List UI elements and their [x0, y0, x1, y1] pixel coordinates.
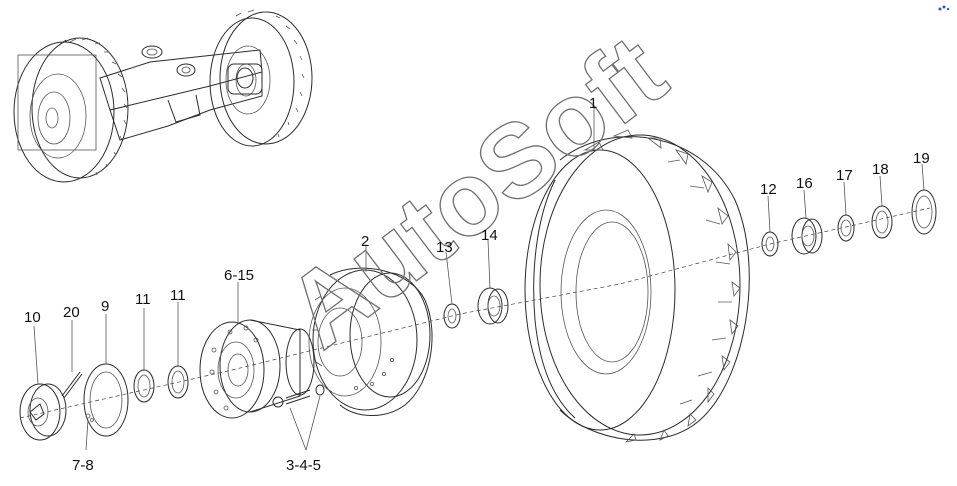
- seal-rings-illustration: [133, 365, 189, 403]
- callout-20: 20: [63, 304, 80, 321]
- callout-17: 17: [836, 167, 853, 184]
- bolts-illustration: [61, 371, 325, 422]
- callout-3-4-5: 3-4-5: [286, 457, 321, 474]
- callout-7-8: 7-8: [72, 457, 94, 474]
- rim-illustration: [308, 267, 433, 416]
- axle-overview-illustration: [13, 9, 313, 183]
- hub-illustration: [199, 319, 315, 419]
- callout-1: 1: [589, 95, 597, 112]
- leader-lines: [33, 108, 925, 451]
- callout-19: 19: [913, 150, 930, 167]
- corner-mark-icon: [938, 5, 950, 11]
- callout-16: 16: [796, 175, 813, 192]
- callout-9: 9: [101, 298, 109, 315]
- callout-10: 10: [24, 309, 41, 326]
- callout-11-right: 11: [170, 287, 186, 304]
- tire-illustration: [524, 129, 750, 443]
- callout-13: 13: [436, 239, 453, 256]
- hub-cap-illustration: [19, 383, 67, 441]
- callout-6-15: 6-15: [224, 267, 254, 284]
- gasket-illustration: [83, 363, 129, 437]
- watermark-text: AutoSoft: [266, 14, 686, 371]
- callout-18: 18: [872, 161, 889, 178]
- callout-2: 2: [361, 233, 369, 250]
- callout-12: 12: [760, 181, 777, 198]
- assembly-axis-line: [19, 207, 931, 419]
- callout-11-left: 11: [135, 291, 151, 308]
- callout-14: 14: [481, 227, 498, 244]
